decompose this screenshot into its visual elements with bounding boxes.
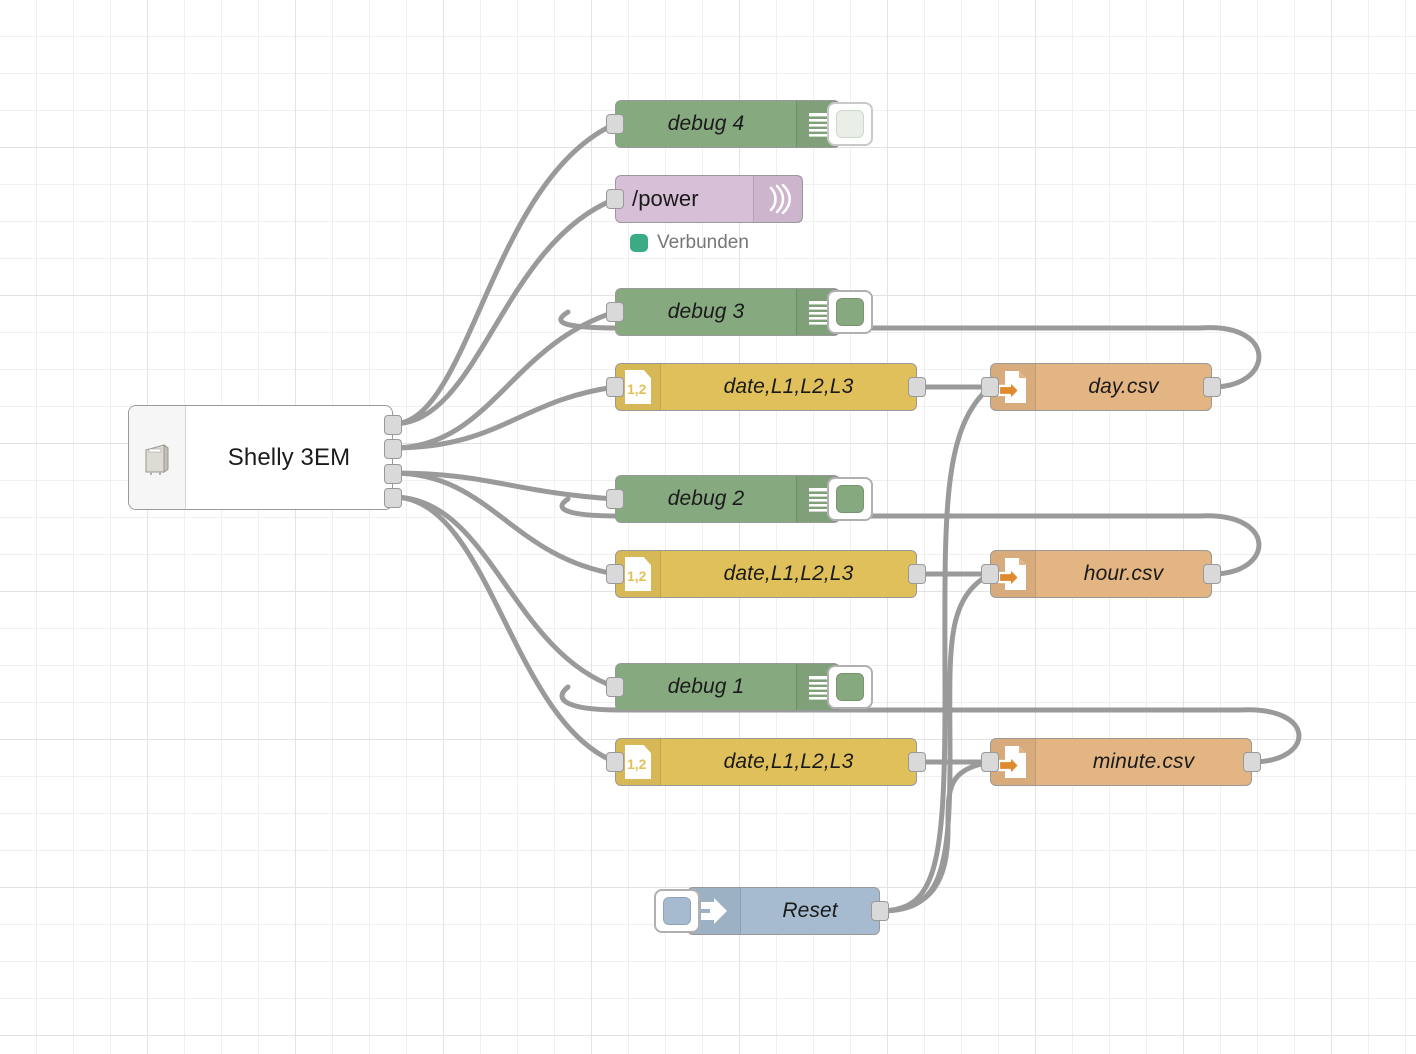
wire-shelly-csvday	[390, 384, 618, 451]
node-file-minute-label: minute.csv	[1092, 750, 1195, 773]
csv-icon-text: 1,2	[627, 568, 647, 584]
csv-day-input-port[interactable]	[606, 377, 624, 397]
inject-reset-output-port[interactable]	[871, 901, 889, 921]
node-debug-3-label: debug 3	[667, 300, 745, 323]
debug-2-toggle-button[interactable]	[827, 477, 873, 521]
node-debug-4-label: debug 4	[667, 112, 745, 135]
node-csv-day[interactable]: 1,2 date,L1,L2,L3	[606, 363, 926, 411]
node-inject-reset-label: Reset	[782, 899, 838, 922]
wire-shelly-debug3	[390, 309, 618, 451]
mqtt-power-input-port[interactable]	[606, 189, 624, 209]
wire-shelly-debug4	[390, 121, 618, 427]
file-day-output-port[interactable]	[1203, 377, 1221, 397]
csv-hour-input-port[interactable]	[606, 564, 624, 584]
debug-1-toggle-button[interactable]	[827, 665, 873, 709]
wire-reset-fileday	[877, 384, 993, 914]
csv-doc-shape: 1,2	[625, 370, 651, 404]
node-debug-1[interactable]: debug 1	[606, 663, 873, 711]
wire-shelly-csvhour	[390, 470, 618, 577]
status-text: Verbunden	[657, 232, 749, 253]
node-shelly-label: Shelly 3EM	[227, 443, 351, 471]
csv-document-icon: 1,2	[616, 551, 661, 597]
csv-doc-shape: 1,2	[625, 557, 651, 591]
debug-3-toggle-button[interactable]	[827, 290, 873, 334]
node-debug-2-label: debug 2	[667, 487, 745, 510]
node-csv-hour-label: date,L1,L2,L3	[723, 562, 854, 585]
csv-doc-shape: 1,2	[625, 745, 651, 779]
wire-shelly-mqtt	[390, 196, 618, 427]
debug-3-toggle-knob	[836, 298, 864, 326]
debug-1-input-port[interactable]	[606, 677, 624, 697]
node-shelly-3em[interactable]: Shelly 3EM	[128, 405, 402, 510]
file-minute-input-port[interactable]	[981, 752, 999, 772]
wire-shelly-debug1	[390, 494, 618, 690]
node-debug-4[interactable]: debug 4	[606, 100, 873, 148]
node-mqtt-power[interactable]: /power	[606, 175, 803, 223]
node-csv-minute[interactable]: 1,2 date,L1,L2,L3	[606, 738, 926, 786]
node-csv-minute-label: date,L1,L2,L3	[723, 750, 854, 773]
node-file-minute[interactable]: minute.csv	[981, 738, 1261, 786]
debug-2-toggle-knob	[836, 485, 864, 513]
file-minute-output-port[interactable]	[1243, 752, 1261, 772]
mqtt-power-status: Verbunden	[630, 232, 749, 254]
csv-icon-text: 1,2	[627, 756, 647, 772]
wire-shelly-debug2	[390, 470, 618, 502]
shelly-output-port-3[interactable]	[384, 464, 402, 484]
csv-icon-text: 1,2	[627, 381, 647, 397]
shelly-output-port-4[interactable]	[384, 488, 402, 508]
node-debug-1-label: debug 1	[667, 675, 745, 698]
inject-reset-fire-button[interactable]	[654, 889, 700, 933]
mqtt-signal-icon	[753, 176, 802, 222]
node-file-hour[interactable]: hour.csv	[981, 550, 1221, 598]
file-day-input-port[interactable]	[981, 377, 999, 397]
node-mqtt-power-label: /power	[632, 186, 699, 211]
node-csv-hour[interactable]: 1,2 date,L1,L2,L3	[606, 550, 926, 598]
node-debug-3[interactable]: debug 3	[606, 288, 873, 336]
node-inject-reset[interactable]: Reset	[654, 887, 889, 935]
status-indicator-dot	[630, 234, 648, 252]
debug-2-input-port[interactable]	[606, 489, 624, 509]
inject-reset-fire-knob	[663, 897, 691, 925]
node-file-day-label: day.csv	[1088, 375, 1159, 398]
node-debug-2[interactable]: debug 2	[606, 475, 873, 523]
debug-4-input-port[interactable]	[606, 114, 624, 134]
debug-3-input-port[interactable]	[606, 302, 624, 322]
csv-day-output-port[interactable]	[908, 377, 926, 397]
node-file-hour-label: hour.csv	[1083, 562, 1164, 585]
csv-minute-output-port[interactable]	[908, 752, 926, 772]
node-file-day[interactable]: day.csv	[981, 363, 1221, 411]
file-hour-input-port[interactable]	[981, 564, 999, 584]
csv-hour-output-port[interactable]	[908, 564, 926, 584]
debug-1-toggle-knob	[836, 673, 864, 701]
debug-4-toggle-knob	[836, 110, 864, 138]
csv-minute-input-port[interactable]	[606, 752, 624, 772]
shelly-output-port-1[interactable]	[384, 415, 402, 435]
device-meter-icon	[129, 406, 186, 509]
debug-4-toggle-button[interactable]	[827, 102, 873, 146]
file-hour-output-port[interactable]	[1203, 564, 1221, 584]
shelly-output-port-2[interactable]	[384, 439, 402, 459]
wire-shelly-csvminute	[390, 494, 618, 765]
node-csv-day-label: date,L1,L2,L3	[723, 375, 854, 398]
